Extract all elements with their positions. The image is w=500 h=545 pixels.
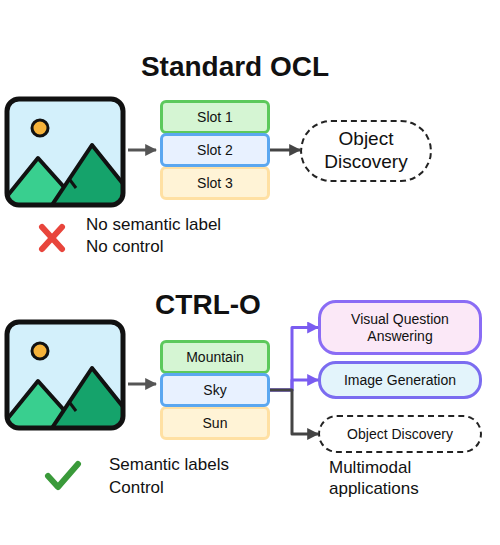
note-text: Multimodal applications [329,457,449,500]
slot-box: Sky [160,373,270,407]
connector-arrow [270,328,318,391]
node-text: Sky [199,382,230,399]
input-arrow [128,383,156,386]
check-mark [48,464,78,487]
mountain-line [70,403,76,411]
connector-arrow [270,390,318,434]
mountain-shape [52,145,121,203]
sun-symbol [32,120,48,136]
image-icon [0,99,140,205]
node-text: Object Discovery [343,426,457,443]
section-title: Standard OCL [95,49,375,84]
cross-mark [42,227,62,249]
note-text: No semantic label [86,214,286,235]
node-text: Sun [199,415,232,432]
node-text: Slot 1 [193,109,237,126]
slot-box: Slot 1 [160,100,270,134]
slot-box: Slot 3 [160,166,270,200]
input-arrow [128,149,156,152]
application-box: Visual Question Answering [318,300,482,355]
node-text: Mountain [182,349,248,366]
mountain-shape [52,368,121,426]
application-box: Image Generation [318,361,482,399]
image-frame [7,322,123,428]
mountain-line [70,180,76,188]
sun-symbol [32,343,48,359]
note-text: No control [86,236,286,257]
node-text: Image Generation [340,372,460,389]
node-text: Slot 2 [193,142,237,159]
task-box: Object Discovery [300,120,432,182]
section-title: CTRL-O [100,287,316,322]
node-text: Object Discovery [302,128,430,174]
image-icon [0,322,140,428]
connector-arrow [270,380,318,390]
connector-arrow [270,149,300,152]
note-text: Semantic labels [109,454,309,475]
slot-box: Sun [160,406,270,440]
note-text: Control [109,477,309,498]
node-text: Slot 3 [193,175,237,192]
task-box: Object Discovery [318,415,482,453]
node-text: Visual Question Answering [321,311,479,345]
slot-box: Mountain [160,340,270,374]
image-frame [7,99,123,205]
slot-box: Slot 2 [160,133,270,167]
